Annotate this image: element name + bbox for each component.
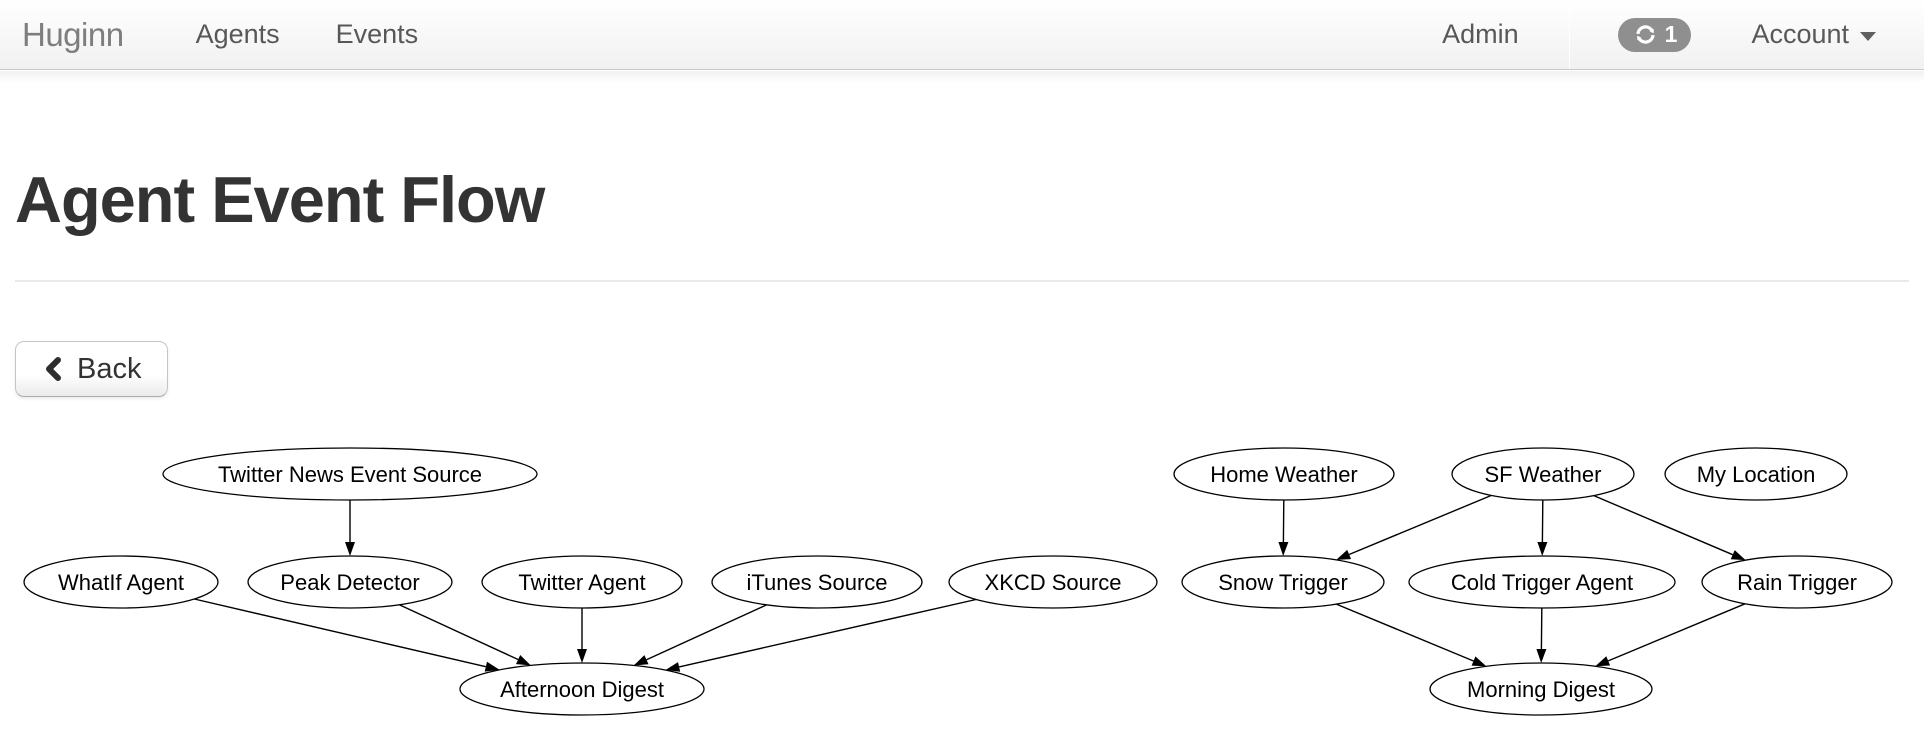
edge-arrowhead	[1595, 656, 1611, 667]
navbar: Huginn Agents Events Admin 1 Account	[0, 0, 1924, 70]
edge-arrowhead	[1536, 649, 1547, 663]
edge-line	[1593, 494, 1733, 556]
agent-node-rain	[1701, 555, 1893, 609]
agent-node-twitter_news	[162, 447, 538, 501]
page-title: Agent Event Flow	[15, 163, 545, 236]
agent-node-whatif	[23, 555, 219, 609]
account-menu[interactable]: Account	[1751, 19, 1876, 50]
edge-arrowhead	[484, 661, 500, 672]
agent-node-home_weather	[1173, 447, 1395, 501]
nav-item-events[interactable]: Events	[335, 19, 419, 49]
edge-line	[1336, 603, 1474, 662]
refresh-icon	[1632, 21, 1659, 48]
agent-node-label-cold: Cold Trigger Agent	[1451, 570, 1633, 595]
agent-node-label-xkcd: XKCD Source	[985, 570, 1122, 595]
agent-node-snow	[1181, 555, 1385, 609]
back-button[interactable]: Back	[15, 341, 169, 397]
agent-node-label-afternoon: Afternoon Digest	[500, 677, 664, 702]
navbar-shadow	[0, 71, 1924, 83]
agent-node-label-peak: Peak Detector	[280, 570, 419, 595]
agent-node-label-whatif: WhatIf Agent	[58, 570, 184, 595]
chevron-left-icon	[42, 355, 77, 383]
nav-item-admin[interactable]: Admin	[1442, 19, 1519, 49]
agent-node-label-morning: Morning Digest	[1467, 677, 1615, 702]
navbar-right: Admin 1 Account	[1442, 0, 1924, 69]
edge-arrowhead	[1537, 542, 1548, 556]
nav-item-agents[interactable]: Agents	[195, 19, 280, 49]
agent-node-itunes	[711, 555, 923, 609]
agent-node-cold	[1408, 555, 1676, 609]
nav-links: Agents Events	[196, 19, 475, 50]
agent-node-sf_weather	[1451, 447, 1635, 501]
agent-node-label-sf_weather: SF Weather	[1485, 462, 1602, 487]
agent-node-peak	[247, 555, 453, 609]
agent-node-morning	[1429, 662, 1653, 716]
title-rule	[15, 280, 1909, 282]
edge-arrowhead	[665, 662, 681, 672]
agent-node-twitter_agent	[481, 555, 683, 609]
navbar-divider	[1568, 0, 1570, 69]
edge-line	[399, 604, 519, 661]
edge-arrowhead	[1730, 550, 1746, 561]
edge-arrowhead	[1278, 542, 1289, 556]
agent-node-label-my_location: My Location	[1697, 462, 1816, 487]
main-content: Agent Event Flow Back	[0, 167, 1924, 397]
job-count-badge[interactable]: 1	[1617, 17, 1692, 52]
agent-node-label-snow: Snow Trigger	[1218, 570, 1348, 595]
brand-huginn[interactable]: Huginn	[22, 15, 124, 53]
edge-arrowhead	[633, 655, 649, 666]
edge-arrowhead	[345, 542, 355, 556]
edge-arrowhead	[1336, 549, 1352, 560]
job-count: 1	[1664, 21, 1678, 47]
edge-line	[646, 604, 768, 661]
edge-arrowhead	[577, 649, 587, 663]
edge-arrowhead	[1471, 656, 1487, 667]
agent-node-label-twitter_news: Twitter News Event Source	[218, 462, 482, 487]
caret-down-icon	[1860, 32, 1876, 41]
edge-line	[194, 598, 486, 668]
agent-node-label-itunes: iTunes Source	[746, 570, 887, 595]
agent-node-label-rain: Rain Trigger	[1737, 570, 1857, 595]
agent-node-afternoon	[459, 662, 705, 716]
agent-node-my_location	[1664, 447, 1848, 501]
edge-line	[678, 598, 977, 668]
account-label: Account	[1751, 19, 1849, 49]
agent-node-label-twitter_agent: Twitter Agent	[518, 570, 645, 595]
edge-arrowhead	[516, 655, 531, 666]
agent-node-label-home_weather: Home Weather	[1210, 462, 1358, 487]
back-button-label: Back	[77, 352, 142, 385]
edge-line	[1348, 494, 1492, 556]
edge-line	[1607, 603, 1746, 662]
agent-node-xkcd	[948, 555, 1158, 609]
